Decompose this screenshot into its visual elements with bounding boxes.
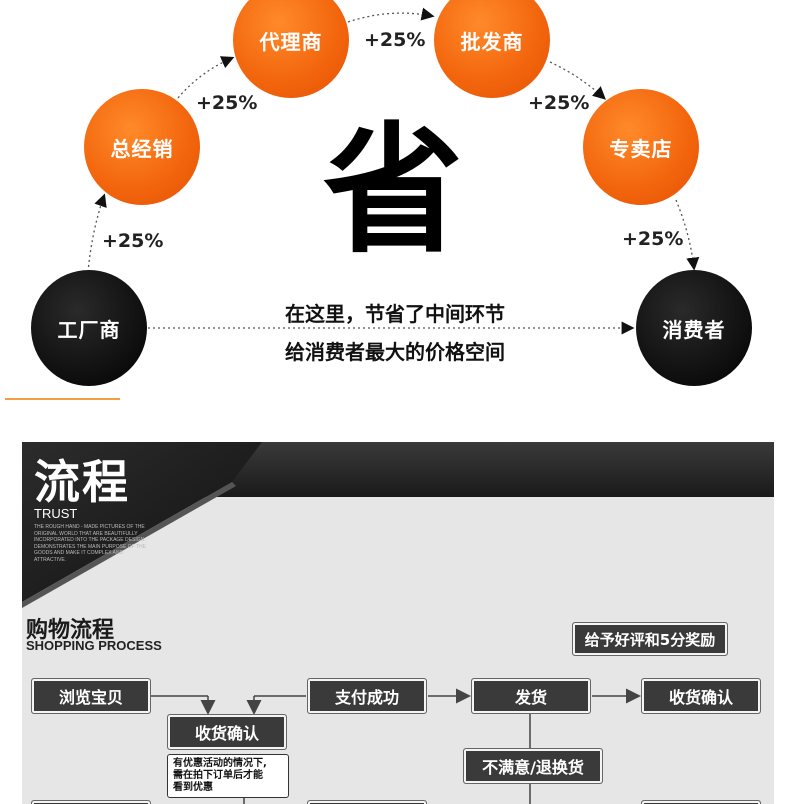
save-character: 省 xyxy=(322,110,463,273)
markup-agent-wholesaler: +25% xyxy=(364,29,426,51)
node-agent: 代理商 xyxy=(233,0,349,98)
diagram-connectors xyxy=(87,7,700,335)
node-retailer: 专卖店 xyxy=(583,89,699,205)
discount-note-line-3: 看到优惠 xyxy=(173,782,213,793)
markup-distributor-agent: +25% xyxy=(196,92,258,114)
savings-diagram: 工厂商 总经销 代理商 批发商 专卖店 消费者 +25% +25% +25% +… xyxy=(0,0,790,400)
review-reward-box: 给予好评和5分奖励 xyxy=(572,622,728,656)
shopping-process-panel: 流程 TRUST THE ROUGH HAND - MADE PICTURES … xyxy=(22,442,774,804)
step-partial-2 xyxy=(307,800,427,804)
markup-factory-distributor: +25% xyxy=(102,230,164,252)
markup-retailer-consumer: +25% xyxy=(622,228,684,250)
step-browse: 浏览宝贝 xyxy=(31,678,151,714)
shopping-process-subtitle: SHOPPING PROCESS xyxy=(26,638,162,653)
flow-title: 流程 xyxy=(34,455,130,509)
discount-note-line-1: 有优惠活动的情况下, xyxy=(173,758,267,769)
savings-line-1: 在这里，节省了中间环节 xyxy=(285,302,505,326)
trust-description: THE ROUGH HAND - MADE PICTURES OF THE OR… xyxy=(34,524,146,563)
discount-note: 有优惠活动的情况下, 需在拍下订单后才能 看到优惠 xyxy=(167,754,289,798)
node-wholesaler: 批发商 xyxy=(434,0,550,98)
step-partial-3 xyxy=(641,800,761,804)
step-receive-confirm-left: 收货确认 xyxy=(167,714,287,750)
step-receive-confirm-right: 收货确认 xyxy=(641,678,761,714)
step-pay-success: 支付成功 xyxy=(307,678,427,714)
trust-label: TRUST xyxy=(34,506,78,521)
step-partial-1 xyxy=(31,800,151,804)
step-unsatisfied-return: 不满意/退换货 xyxy=(463,748,603,784)
node-distributor: 总经销 xyxy=(84,89,200,205)
discount-note-line-2: 需在拍下订单后才能 xyxy=(173,770,263,781)
savings-line-2: 给消费者最大的价格空间 xyxy=(285,340,505,364)
node-consumer: 消费者 xyxy=(636,270,752,386)
markup-wholesaler-retailer: +25% xyxy=(528,92,590,114)
node-factory: 工厂商 xyxy=(31,270,147,386)
step-ship: 发货 xyxy=(471,678,591,714)
divider-accent xyxy=(5,398,120,400)
shopping-process-title: 购物流程 xyxy=(26,618,115,643)
